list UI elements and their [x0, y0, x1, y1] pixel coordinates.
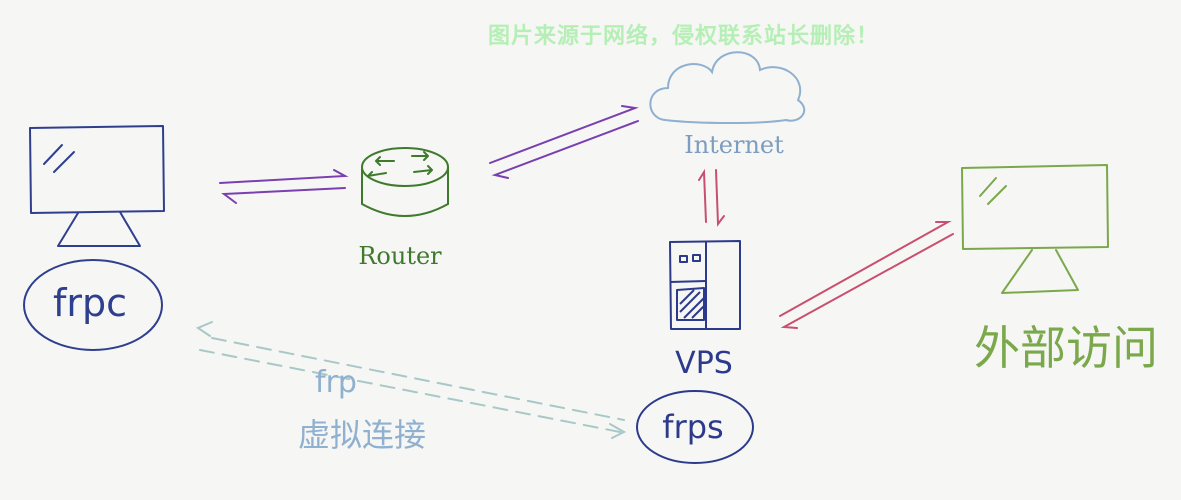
- internet-label: Internet: [684, 131, 784, 159]
- external-access-label: 外部访问: [974, 321, 1158, 375]
- frps-node: frps: [636, 390, 754, 464]
- router-internet-link: [489, 105, 639, 179]
- router-label: Router: [358, 242, 442, 270]
- vps-label: VPS: [675, 346, 733, 381]
- internet-cloud-icon: [649, 51, 806, 124]
- frps-label: frps: [662, 408, 723, 446]
- watermark-text: 图片来源于网络，侵权联系站长删除！: [488, 24, 880, 49]
- frp-label: frp: [315, 365, 357, 400]
- client-computer-icon: [29, 125, 165, 247]
- router-icon: [361, 147, 449, 217]
- virtual-connection-link: [199, 337, 625, 433]
- frpc-node: frpc: [23, 259, 163, 351]
- frpc-label: frpc: [53, 281, 127, 325]
- virtual-connection-arrowheads: [195, 321, 627, 439]
- internet-vps-link: [698, 168, 725, 227]
- vps-server-icon: [669, 240, 741, 330]
- external-computer-icon: [961, 164, 1109, 294]
- virtual-connection-label: 虚拟连接: [298, 416, 426, 454]
- vps-external-link: [779, 221, 954, 329]
- client-router-link: [219, 169, 349, 204]
